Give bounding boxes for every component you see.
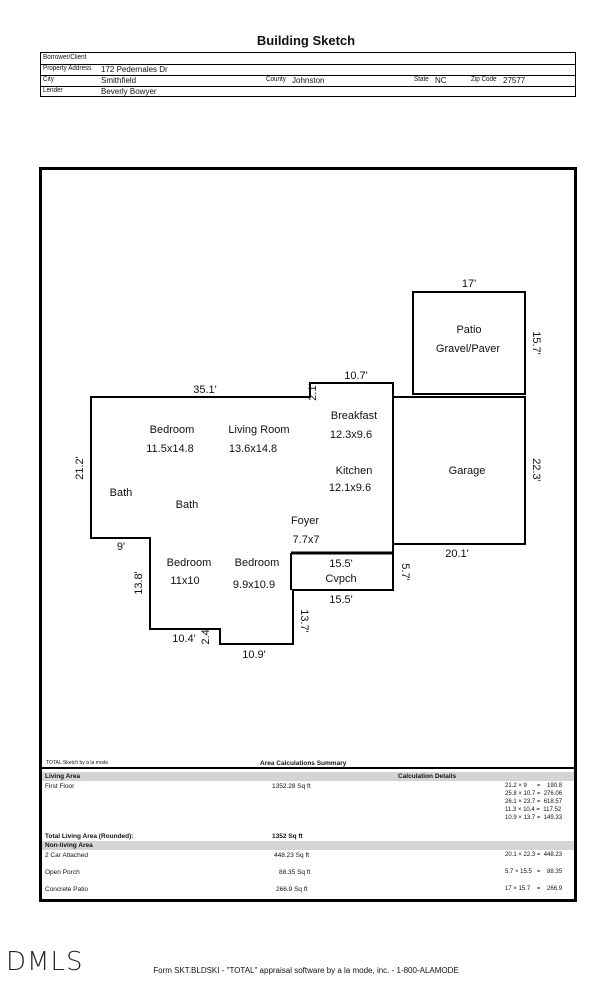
- lender-value: Beverly Bowyer: [101, 87, 157, 96]
- dim-bottom-right: 10.9': [242, 649, 266, 661]
- garage-label: Garage: [449, 465, 486, 477]
- bedroom1-dim: 11.5x14.8: [146, 443, 194, 455]
- nonliving-item-label: 2 Car Attached: [45, 852, 88, 859]
- state-label: State: [414, 76, 429, 83]
- living-room-label: Living Room: [228, 424, 289, 436]
- mls-logo: DMLS: [6, 947, 84, 977]
- patio-sub-label: Gravel/Paver: [436, 343, 501, 355]
- dim-garage-right: 22.3': [530, 458, 542, 482]
- sketch-frame: [39, 167, 577, 902]
- nonliving-item-calc: 17 × 15.7 = 266.9: [505, 886, 563, 892]
- dim-top-left: 35.1': [193, 384, 217, 396]
- bedroom3-dim: 9.9x10.9: [233, 579, 275, 591]
- lender-label: Lender: [43, 87, 63, 94]
- dim-bottom-step: 2.4: [200, 629, 212, 644]
- calc-line: 26.1 × 23.7 = 618.57: [505, 799, 563, 805]
- address-label: Property Address: [43, 65, 92, 72]
- bedroom2-label: Bedroom: [167, 557, 212, 569]
- dim-garage-bottom: 20.1': [445, 548, 469, 560]
- bath1-label: Bath: [110, 487, 133, 499]
- total-living-label: Total Living Area (Rounded):: [45, 833, 134, 840]
- nonliving-label: Non-living Area: [45, 842, 93, 849]
- dim-bottom-left: 10.4': [172, 633, 196, 645]
- city-label: City: [43, 76, 54, 83]
- calc-details-label: Calculation Details: [398, 773, 457, 780]
- dim-mid-right: 13.7': [298, 609, 310, 633]
- borrower-row: Borrower/Client: [41, 53, 575, 65]
- dim-step: 2.1': [307, 383, 319, 400]
- footer-text: Form SKT.BLDSKI - "TOTAL" appraisal soft…: [153, 966, 459, 975]
- dim-left-step: 9': [117, 541, 125, 553]
- address-row: Property Address 172 Pedernales Dr: [41, 64, 575, 76]
- porch-label: Cvpch: [325, 573, 356, 585]
- dim-left: 21.2': [74, 456, 86, 480]
- nonliving-item-calc: 20.1 × 22.3 = 448.23: [505, 852, 563, 858]
- dim-top-mid: 10.7': [344, 370, 368, 382]
- nonliving-item-label: Open Porch: [45, 869, 80, 876]
- dim-left-lower: 13.8': [133, 571, 145, 595]
- page-title: Building Sketch: [256, 33, 356, 48]
- bedroom3-label: Bedroom: [235, 557, 280, 569]
- patio-outline: [412, 291, 526, 395]
- lender-row: Lender Beverly Bowyer: [41, 86, 575, 97]
- state-value: NC: [435, 76, 447, 85]
- living-room-dim: 13.6x14.8: [229, 443, 277, 455]
- house-outline: [90, 382, 394, 645]
- foyer-label: Foyer: [291, 515, 319, 527]
- city-value: Smithfield: [101, 76, 137, 85]
- bath2-label: Bath: [176, 499, 199, 511]
- dim-patio-top: 17': [462, 278, 476, 290]
- dim-porch-side: 5.7': [399, 563, 411, 580]
- summary-title: Area Calculations Summary: [260, 760, 347, 767]
- county-value: Johnston: [292, 76, 325, 85]
- county-label: County: [266, 76, 286, 83]
- calc-line: 21.2 × 9 = 190.8: [505, 783, 563, 789]
- nonliving-item-value: 448.23 Sq ft: [274, 852, 310, 859]
- living-area-header: [42, 772, 574, 781]
- total-living-value: 1352 Sq ft: [272, 833, 303, 840]
- calc-line: 10.9 × 13.7 = 149.33: [505, 815, 563, 821]
- property-header: Borrower/Client Property Address 172 Ped…: [40, 52, 576, 97]
- calc-line: 11.3 × 10.4 = 117.52: [505, 807, 562, 813]
- city-row: City Smithfield County Johnston State NC…: [41, 75, 575, 87]
- dim-porch-bottom: 15.5': [329, 594, 353, 606]
- porch-dim-label: 15.5': [329, 558, 353, 570]
- zip-value: 27577: [503, 76, 526, 85]
- breakfast-label: Breakfast: [331, 410, 377, 422]
- first-floor-label: First Floor: [45, 783, 75, 790]
- foyer-dim: 7.7x7: [293, 534, 320, 546]
- address-value: 172 Pedernales Dr: [101, 65, 168, 74]
- living-area-label: Living Area: [45, 773, 81, 780]
- bedroom2-dim: 11x10: [170, 575, 199, 587]
- nonliving-item-label: Concrete Patio: [45, 886, 88, 893]
- zip-label: Zip Code: [471, 76, 497, 83]
- kitchen-dim: 12.1x9.6: [329, 482, 371, 494]
- dim-patio-right: 15.7': [530, 331, 542, 355]
- bedroom1-label: Bedroom: [150, 424, 195, 436]
- sketch-credit: TOTAL Sketch by a la mode: [46, 760, 109, 766]
- borrower-label: Borrower/Client: [43, 54, 87, 61]
- nonliving-header: [42, 841, 574, 850]
- nonliving-item-value: 266.9 Sq ft: [276, 886, 308, 893]
- patio-label: Patio: [456, 324, 481, 336]
- nonliving-item-value: 88.35 Sq ft: [279, 869, 311, 876]
- calc-line: 25.8 × 10.7 = 276.06: [505, 791, 563, 797]
- kitchen-label: Kitchen: [336, 465, 373, 477]
- nonliving-item-calc: 5.7 × 15.5 = 88.35: [505, 869, 563, 875]
- garage-outline: [392, 396, 526, 545]
- breakfast-dim: 12.3x9.6: [330, 429, 372, 441]
- first-floor-value: 1352.28 Sq ft: [272, 783, 311, 790]
